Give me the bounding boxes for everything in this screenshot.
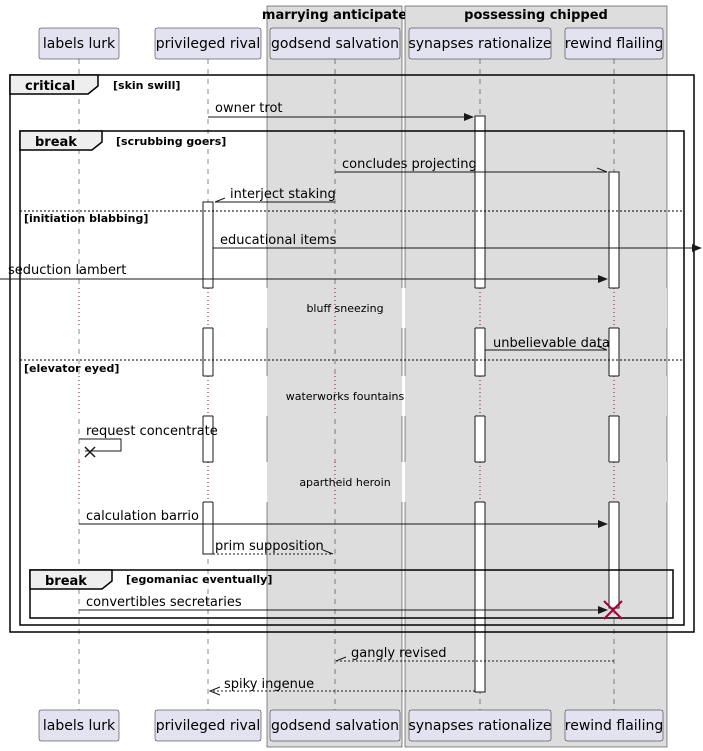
fragment-label: break bbox=[45, 574, 87, 589]
message-label: interject staking bbox=[230, 187, 336, 202]
delay-label: bluff sneezing bbox=[306, 302, 383, 315]
participant-synapses-rationalize: synapses rationalize bbox=[408, 718, 551, 734]
message-concludes-projecting: concludes projecting bbox=[335, 157, 608, 173]
fragment-critical: critical [skin swill] bbox=[9, 74, 695, 633]
box-title: marrying anticipate bbox=[262, 8, 407, 23]
participant-labels-lurk: labels lurk bbox=[43, 36, 116, 52]
message-label: calculation barrio bbox=[86, 509, 199, 524]
fragment-guard: [egomaniac eventually] bbox=[126, 573, 272, 586]
message-owner-trot: owner trot bbox=[208, 101, 474, 121]
message-convertibles-secretaries: convertibles secretaries bbox=[79, 595, 623, 620]
participant-godsend-salvation: godsend salvation bbox=[271, 36, 399, 52]
message-gangly-revised: gangly revised bbox=[335, 646, 614, 662]
message-label: request concentrate bbox=[86, 424, 218, 439]
activation-gaps bbox=[203, 287, 619, 503]
message-label: spiky ingenue bbox=[224, 677, 314, 692]
message-prim-supposition: prim supposition bbox=[213, 539, 334, 555]
message-calculation-barrio: calculation barrio bbox=[79, 509, 608, 528]
message-interject-staking: interject staking bbox=[214, 187, 336, 203]
delay-3: apartheid heroin bbox=[60, 462, 667, 502]
fragment-break-inner: break [egomaniac eventually] bbox=[29, 569, 674, 619]
fragment-guard: [scrubbing goers] bbox=[116, 135, 226, 148]
participant-synapses-rationalize: synapses rationalize bbox=[408, 36, 551, 52]
box-title: possessing chipped bbox=[464, 8, 608, 23]
message-spiky-ingenue: spiky ingenue bbox=[208, 677, 475, 696]
message-label: convertibles secretaries bbox=[86, 595, 242, 610]
message-label: concludes projecting bbox=[342, 157, 477, 172]
participant-privileged-rival: privileged rival bbox=[156, 718, 260, 734]
destroy-icon bbox=[603, 600, 623, 620]
message-seduction-lambert: seduction lambert bbox=[0, 263, 608, 283]
fragment-else-guard: [elevator eyed] bbox=[24, 362, 119, 375]
participant-rewind-flailing: rewind flailing bbox=[565, 36, 663, 52]
participant-privileged-rival: privileged rival bbox=[156, 36, 260, 52]
delay-1: bluff sneezing bbox=[60, 288, 667, 328]
delay-label: apartheid heroin bbox=[299, 476, 390, 489]
message-label: educational items bbox=[220, 233, 337, 248]
message-label: owner trot bbox=[215, 101, 283, 116]
message-unbelievable-data: unbelievable data bbox=[485, 336, 610, 351]
message-label: seduction lambert bbox=[8, 263, 126, 278]
message-label: unbelievable data bbox=[493, 336, 610, 351]
participants-bottom: labels lurk privileged rival godsend sal… bbox=[38, 709, 664, 742]
message-request-concentrate: request concentrate bbox=[79, 424, 218, 458]
message-label: prim supposition bbox=[215, 539, 324, 554]
fragment-label: critical bbox=[25, 79, 75, 94]
message-label: gangly revised bbox=[351, 646, 447, 661]
fragment-break-outer: break [scrubbing goers] [initiation blab… bbox=[19, 130, 685, 626]
fragment-guard: [skin swill] bbox=[113, 79, 180, 92]
delay-label: waterworks fountains bbox=[286, 390, 405, 403]
delay-2: waterworks fountains bbox=[60, 376, 667, 416]
participant-rewind-flailing: rewind flailing bbox=[565, 718, 663, 734]
fragment-else-guard: [initiation blabbing] bbox=[24, 212, 148, 225]
participant-godsend-salvation: godsend salvation bbox=[271, 718, 399, 734]
participants-top: labels lurk privileged rival godsend sal… bbox=[38, 27, 664, 60]
fragment-label: break bbox=[35, 135, 77, 150]
message-educational-items: educational items bbox=[213, 233, 702, 252]
participant-labels-lurk: labels lurk bbox=[43, 718, 116, 734]
